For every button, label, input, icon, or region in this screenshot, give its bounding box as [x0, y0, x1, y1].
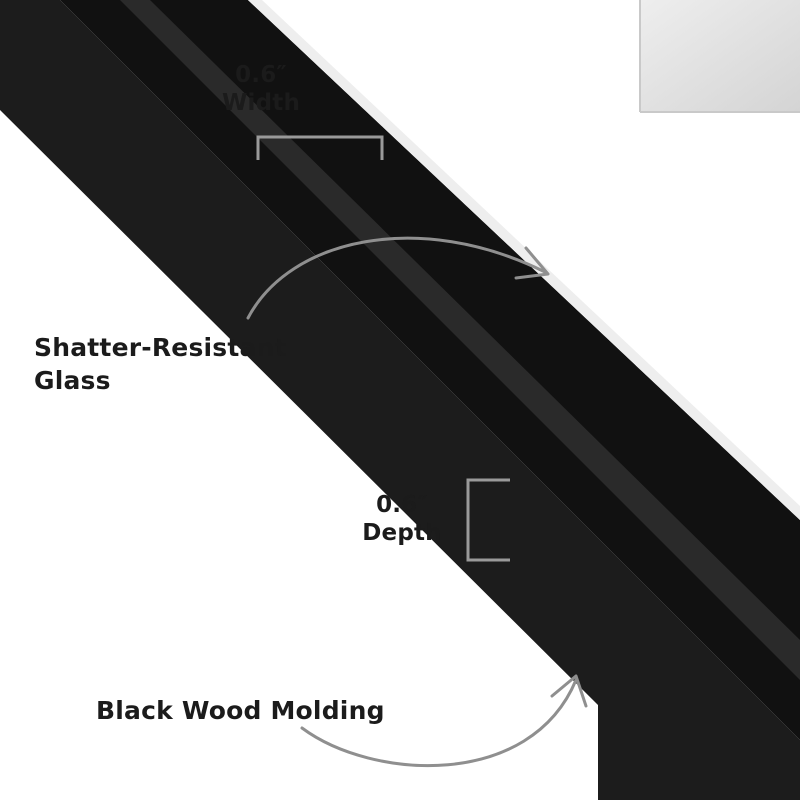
width-callout: 0.6″ Width [205, 62, 317, 117]
glass-arrow-icon [246, 236, 547, 320]
glass-line-2: Glass [34, 365, 111, 395]
mat-shadow [248, 0, 800, 520]
width-bracket [256, 135, 384, 160]
depth-bracket [466, 478, 510, 562]
glass-arrow-head-icon [514, 246, 550, 280]
depth-callout: 0.6″ Depth [352, 492, 452, 547]
glass-line-1: Shatter-Resistant [34, 333, 287, 362]
frame-bevel [120, 0, 800, 680]
photo-window [640, 0, 800, 112]
molding-callout: Black Wood Molding [96, 696, 385, 726]
depth-name: Depth [362, 519, 442, 546]
molding-text: Black Wood Molding [96, 696, 385, 725]
molding-arrow-head-icon [550, 674, 588, 708]
frame-front [60, 0, 800, 740]
depth-value: 0.6″ [376, 492, 428, 518]
glass-callout: Shatter-Resistant Glass [34, 332, 287, 397]
width-value: 0.6″ [235, 62, 287, 88]
width-name: Width [221, 89, 301, 116]
molding-arrow-icon [300, 678, 578, 768]
